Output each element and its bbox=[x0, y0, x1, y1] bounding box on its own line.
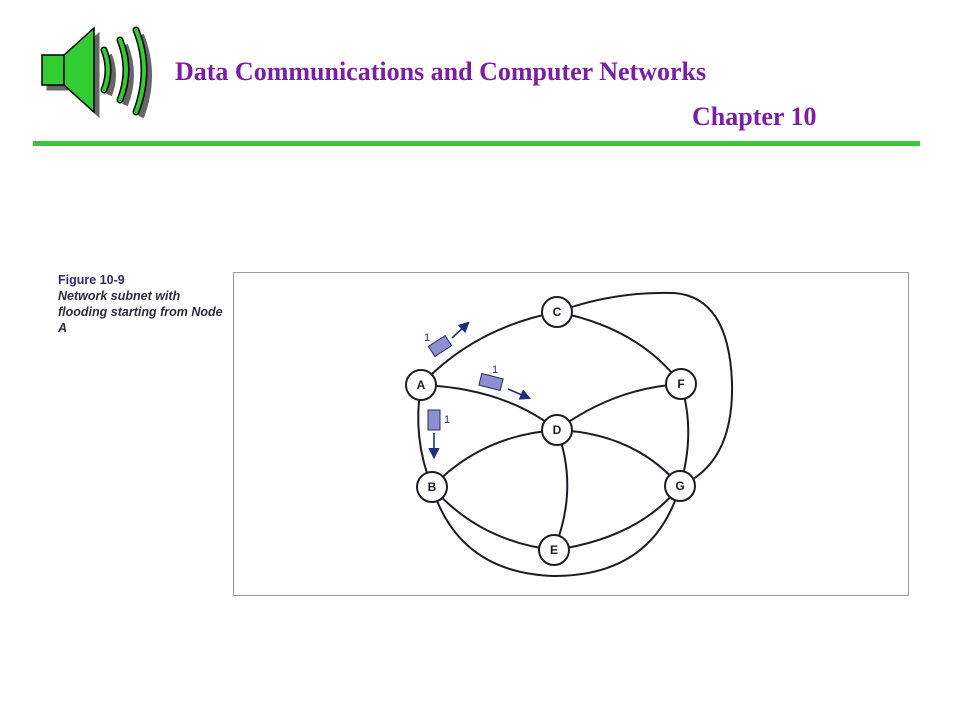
figure-label: Figure 10-9 bbox=[58, 273, 125, 287]
node-g-label: G bbox=[675, 479, 684, 493]
edge-e-g bbox=[553, 485, 681, 551]
packet-box bbox=[427, 409, 441, 431]
node-g: G bbox=[664, 470, 696, 502]
speaker-icon[interactable] bbox=[36, 20, 166, 125]
edge-d-f bbox=[556, 383, 682, 431]
node-a-label: A bbox=[417, 378, 426, 392]
node-c: C bbox=[541, 296, 573, 328]
packet-label: 1 bbox=[424, 332, 430, 344]
packet-arrow bbox=[507, 388, 532, 400]
header-divider bbox=[33, 141, 920, 146]
edge-b-g bbox=[431, 485, 681, 578]
edge-c-f bbox=[556, 311, 682, 385]
node-e: E bbox=[538, 534, 570, 566]
network-edges bbox=[417, 291, 734, 578]
packet-box bbox=[427, 334, 453, 358]
node-d: D bbox=[541, 414, 573, 446]
packet-a-to-d: 1 bbox=[478, 364, 532, 400]
node-b: B bbox=[416, 471, 448, 503]
slide-title: Data Communications and Computer Network… bbox=[175, 57, 707, 86]
node-f: F bbox=[665, 368, 697, 400]
edge-c-g bbox=[556, 291, 734, 487]
packet-label: 1 bbox=[444, 414, 450, 426]
node-b-label: B bbox=[428, 480, 437, 494]
packet-box bbox=[478, 372, 504, 392]
packet-label: 1 bbox=[492, 364, 498, 376]
edge-d-e bbox=[553, 429, 569, 551]
edge-a-c bbox=[420, 311, 558, 386]
node-c-label: C bbox=[553, 305, 562, 319]
node-a: A bbox=[405, 369, 437, 401]
edge-a-d bbox=[420, 384, 558, 431]
node-d-label: D bbox=[553, 423, 562, 437]
node-f-label: F bbox=[677, 377, 684, 391]
figure-caption: Figure 10-9 Network subnet with flooding… bbox=[58, 272, 223, 336]
edge-b-d bbox=[431, 429, 558, 488]
edge-d-g bbox=[556, 429, 681, 487]
edge-b-e bbox=[431, 486, 555, 551]
packet-arrow bbox=[451, 321, 470, 339]
figure-caption-text: Network subnet with flooding starting fr… bbox=[58, 289, 223, 335]
node-e-label: E bbox=[550, 543, 558, 557]
packet-a-to-b: 1 bbox=[427, 409, 450, 460]
chapter-label: Chapter 10 bbox=[692, 102, 817, 131]
packet-a-to-c: 1 bbox=[424, 321, 470, 358]
network-diagram: 1 1 1 A B C D bbox=[405, 291, 734, 578]
figure-frame: 1 1 1 A B C D bbox=[233, 272, 909, 596]
